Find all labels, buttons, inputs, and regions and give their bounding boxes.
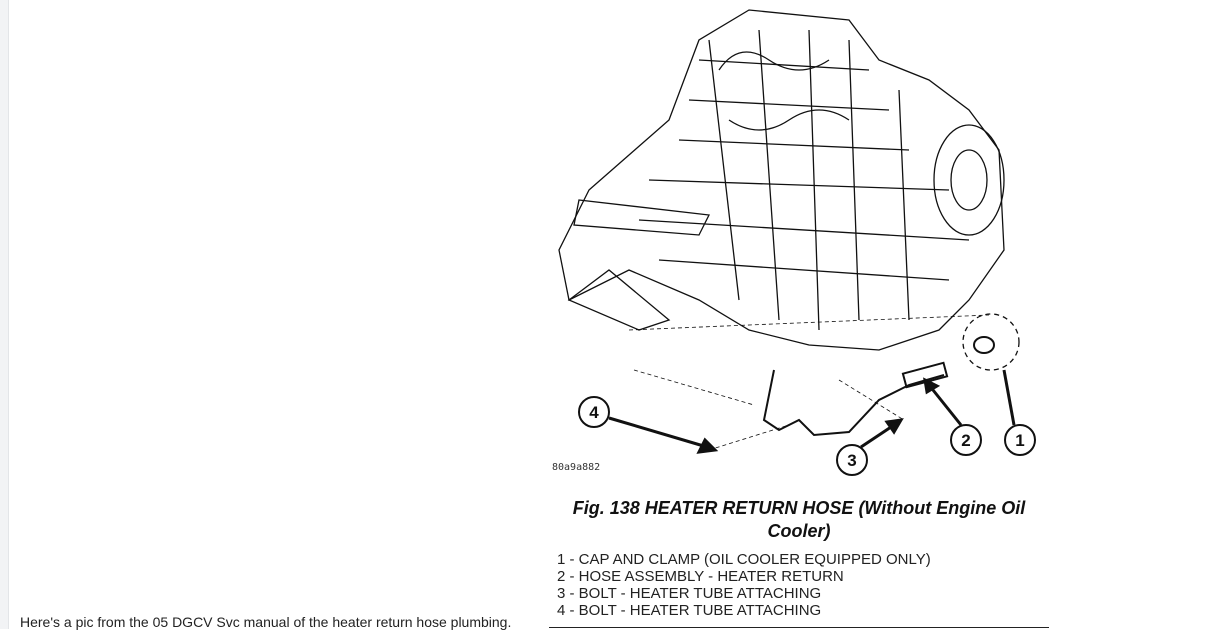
legend-item: 3 - BOLT - HEATER TUBE ATTACHING xyxy=(557,585,822,602)
legend-item: 1 - CAP AND CLAMP (OIL COOLER EQUIPPED O… xyxy=(557,551,931,568)
callout-3-label: 3 xyxy=(847,451,856,470)
callout-1-label: 1 xyxy=(1015,431,1024,450)
legend-item: 4 - BOLT - HEATER TUBE ATTACHING xyxy=(557,602,822,619)
divider xyxy=(549,627,1049,628)
image-code: 80a9a882 xyxy=(552,462,601,473)
callout-4 xyxy=(578,396,610,428)
heater-hose-drawing xyxy=(762,336,995,437)
callout-1 xyxy=(1004,424,1036,456)
left-border xyxy=(0,0,9,629)
legend-item: 2 - HOSE ASSEMBLY - HEATER RETURN xyxy=(557,568,844,585)
post-body-text: Here's a pic from the 05 DGCV Svc manual… xyxy=(20,614,512,630)
callout-4-label: 4 xyxy=(589,403,599,422)
callout-arrows xyxy=(608,369,1016,454)
figure-legend: 1 - CAP AND CLAMP (OIL COOLER EQUIPPED O… xyxy=(557,551,931,619)
figure-caption: Fig. 138 HEATER RETURN HOSE (Without Eng… xyxy=(572,498,1026,541)
engine-diagram: 4 3 2 1 xyxy=(558,9,1036,476)
service-manual-figure: 4 3 2 1 80a9a882 Fig. 138 HEATER RETURN … xyxy=(549,0,1049,629)
callout-2-label: 2 xyxy=(961,431,970,450)
callout-3 xyxy=(836,444,868,476)
callout-2 xyxy=(950,424,982,456)
engine-block-drawing xyxy=(558,9,1005,351)
